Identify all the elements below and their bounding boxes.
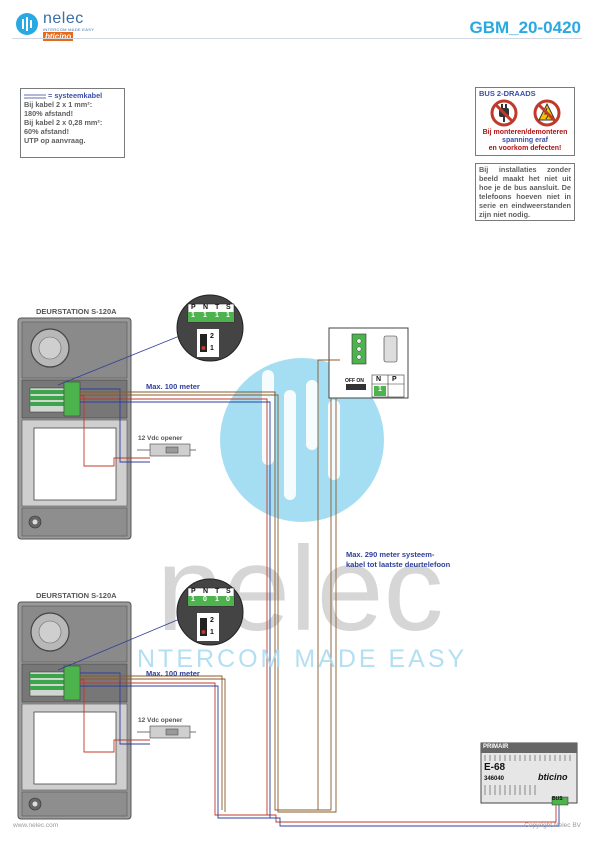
brand-tagline: INTERCOM MADE EASY xyxy=(43,27,95,32)
legend-line: Bij kabel 2 x 0,28 mm²: xyxy=(24,118,103,127)
footer-website: www.nelec.com xyxy=(13,822,59,829)
switch-label: 2 xyxy=(210,333,214,340)
legend-line: 60% afstand! xyxy=(24,127,70,136)
watermark-bars xyxy=(262,370,340,500)
warning-title: BUS 2-DRAADS xyxy=(479,89,536,98)
legend-line: Bij kabel 2 x 1 mm²: xyxy=(24,100,93,109)
psu-primary-label: PRIMAIR xyxy=(483,744,509,750)
no-plug-icon xyxy=(490,99,517,127)
switch-label: 1 xyxy=(210,629,214,636)
psu-brand: bticino xyxy=(538,772,568,782)
warning-box: BUS 2-DRAADS Bij monteren/demonteren spa… xyxy=(475,87,575,156)
terminal-value: 1 xyxy=(191,596,195,603)
terminal-value: 1 xyxy=(191,312,195,319)
station-1-distance: Max. 100 meter xyxy=(146,382,200,391)
psu-bus-label: BUS xyxy=(552,796,563,802)
red-wires xyxy=(80,395,557,823)
terminal-callout-2 xyxy=(57,578,244,671)
terminal-label: T xyxy=(215,588,220,595)
cable-run-label: Max. 290 meter systeem- kabel tot laatst… xyxy=(346,550,450,570)
legend-line: 180% afstand! xyxy=(24,109,74,118)
no-voltage-icon xyxy=(533,99,560,127)
door-opener-1 xyxy=(137,443,196,457)
partner-logo: bticino xyxy=(43,32,74,41)
warning-line: Bij monteren/demonteren xyxy=(482,129,568,136)
brand-name: nelec xyxy=(43,10,84,27)
system-cable-swatch xyxy=(24,94,46,98)
warning-line: spanning eraf xyxy=(502,137,548,144)
psu-model: E-68 xyxy=(484,762,506,773)
terminal-value: 1 xyxy=(226,312,230,319)
door-station-1 xyxy=(17,317,132,540)
terminal-value: 1 xyxy=(215,312,219,319)
station-2-distance: Max. 100 meter xyxy=(146,669,200,678)
handset-terminal-label: N xyxy=(376,376,382,383)
station-2-title: DEURSTATION S-120A xyxy=(36,591,117,600)
legend-key-label: = systeemkabel xyxy=(48,91,103,100)
opener-1-label: 12 Vdc opener xyxy=(138,435,183,442)
legend-box: = systeemkabel Bij kabel 2 x 1 mm²: 180%… xyxy=(20,88,125,158)
terminal-callout-1 xyxy=(57,294,244,386)
handset-unit xyxy=(328,327,409,399)
switch-label: 2 xyxy=(210,617,214,624)
terminal-label: P xyxy=(191,304,196,311)
footer-copyright: Copyright Nelec BV xyxy=(524,822,581,829)
switch-label: 1 xyxy=(210,345,214,352)
watermark-tagline: NTERCOM MADE EASY xyxy=(137,645,468,673)
cable-run-line: kabel tot laatste deurtelefoon xyxy=(346,560,451,569)
power-supply-unit xyxy=(480,742,578,806)
terminal-label: T xyxy=(215,304,220,311)
cable-run-line: Max. 290 meter systeem- xyxy=(346,550,435,559)
nelec-logo-icon xyxy=(16,13,38,35)
warning-line: en voorkom defecten! xyxy=(488,145,562,152)
legend-line: UTP op aanvraag. xyxy=(24,136,86,145)
warning-message: Bij monteren/demonteren spanning eraf en… xyxy=(476,129,574,153)
terminal-label: P xyxy=(191,588,196,595)
station-1-title: DEURSTATION S-120A xyxy=(36,307,117,316)
handset-terminal-value: 1 xyxy=(378,386,382,393)
document-code: GBM_20-0420 xyxy=(469,18,581,37)
warning-description: Bij installaties zonder beeld maakt het … xyxy=(475,163,575,221)
legend-key: = systeemkabel xyxy=(24,91,121,100)
handset-off-on: OFF ON xyxy=(345,378,364,384)
terminal-label: N xyxy=(203,588,209,595)
terminal-label: N xyxy=(203,304,209,311)
door-opener-2 xyxy=(137,725,196,739)
terminal-value: 1 xyxy=(203,312,207,319)
door-station-2 xyxy=(17,601,132,820)
blue-wires xyxy=(80,388,560,827)
header-divider xyxy=(12,38,582,39)
opener-2-label: 12 Vdc opener xyxy=(138,717,183,724)
system-cable xyxy=(80,359,340,813)
terminal-label: S xyxy=(226,588,231,595)
brand-logo: nelec INTERCOM MADE EASY bticino xyxy=(15,10,105,41)
terminal-value: 0 xyxy=(203,596,207,603)
handset-terminal-label: P xyxy=(392,376,397,383)
terminal-value: 0 xyxy=(226,596,230,603)
terminal-value: 1 xyxy=(215,596,219,603)
terminal-label: S xyxy=(226,304,231,311)
psu-code: 346040 xyxy=(484,776,505,782)
